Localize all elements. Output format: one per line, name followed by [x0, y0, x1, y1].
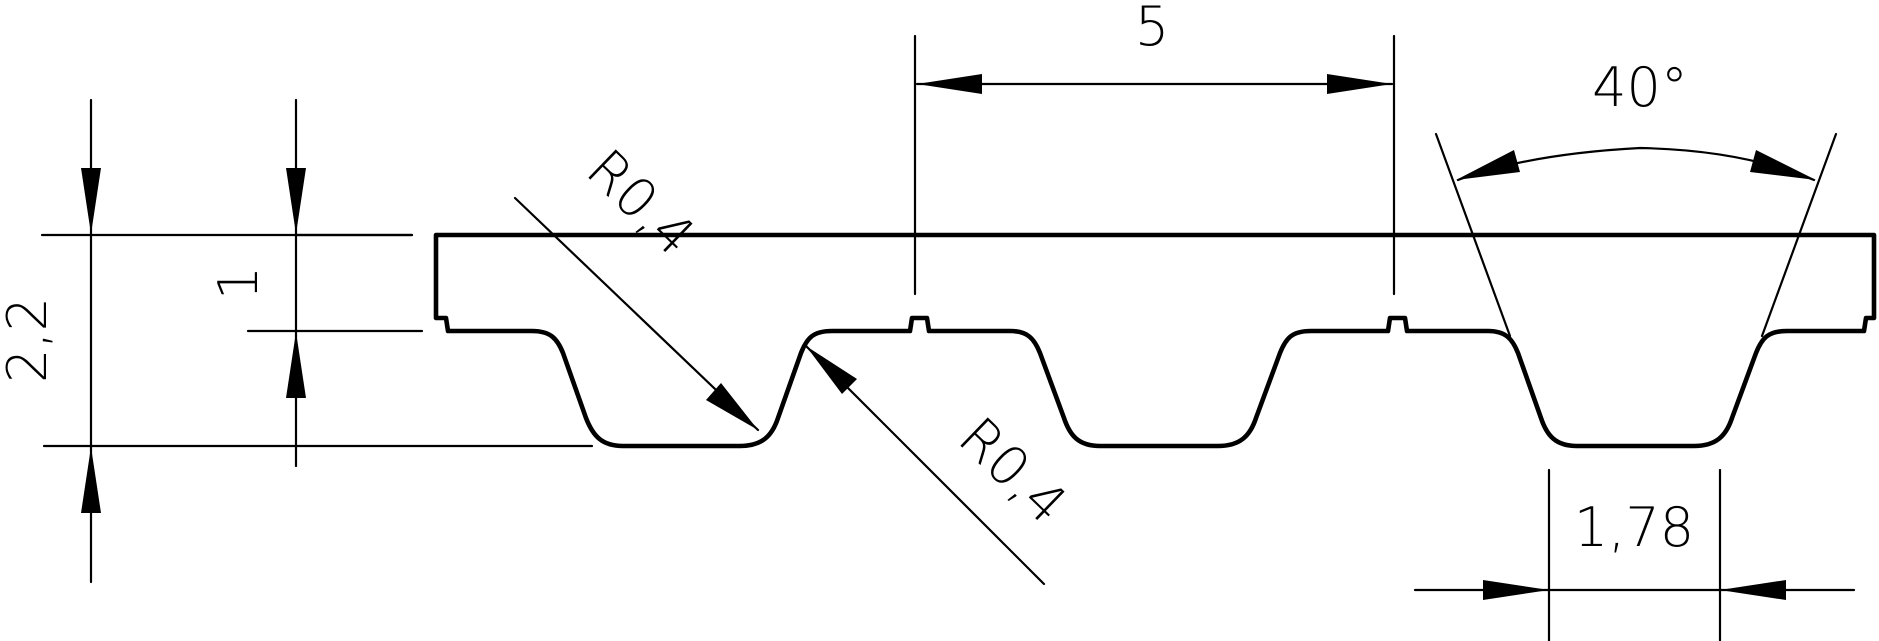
- radius-leader-1-arrow: [706, 383, 758, 430]
- tooth-width-label: 1,78: [1574, 496, 1694, 559]
- tooth-height-dimension: 1: [207, 98, 424, 468]
- pitch-label: 5: [1135, 0, 1169, 58]
- thickness-arrow-top: [81, 168, 101, 234]
- thickness-arrow-bottom: [81, 447, 101, 513]
- radius-label-1: R0,4: [575, 137, 708, 268]
- radius-label-2: R0,4: [947, 405, 1080, 536]
- pitch-dimension: 5: [913, 0, 1396, 296]
- tooth-width-arrow-left: [1483, 580, 1549, 600]
- tooth-height-label: 1: [207, 266, 270, 300]
- angle-arrow-right: [1750, 150, 1816, 180]
- pitch-arrow-left: [917, 74, 982, 94]
- tooth-width-arrow-right: [1720, 580, 1786, 600]
- angle-extension-right: [1760, 132, 1838, 338]
- thickness-label: 2,2: [0, 297, 59, 383]
- radius-leader-1: R0,4: [513, 137, 760, 432]
- angle-label: 40°: [1592, 56, 1688, 119]
- tooth-height-arrow-bottom: [286, 332, 306, 398]
- thickness-dimension: 2,2: [0, 98, 594, 584]
- tooth-height-arrow-top: [286, 168, 306, 234]
- belt-outline: [433, 232, 1877, 449]
- pitch-arrow-right: [1327, 74, 1392, 94]
- angle-extension-left: [1434, 132, 1512, 338]
- angle-dimension: 40°: [1434, 56, 1838, 338]
- radius-leader-2-arrow: [806, 346, 857, 394]
- angle-arrow-left: [1456, 150, 1520, 180]
- radius-leader-2: R0,4: [804, 344, 1080, 586]
- tooth-width-dimension: 1,78: [1413, 468, 1856, 641]
